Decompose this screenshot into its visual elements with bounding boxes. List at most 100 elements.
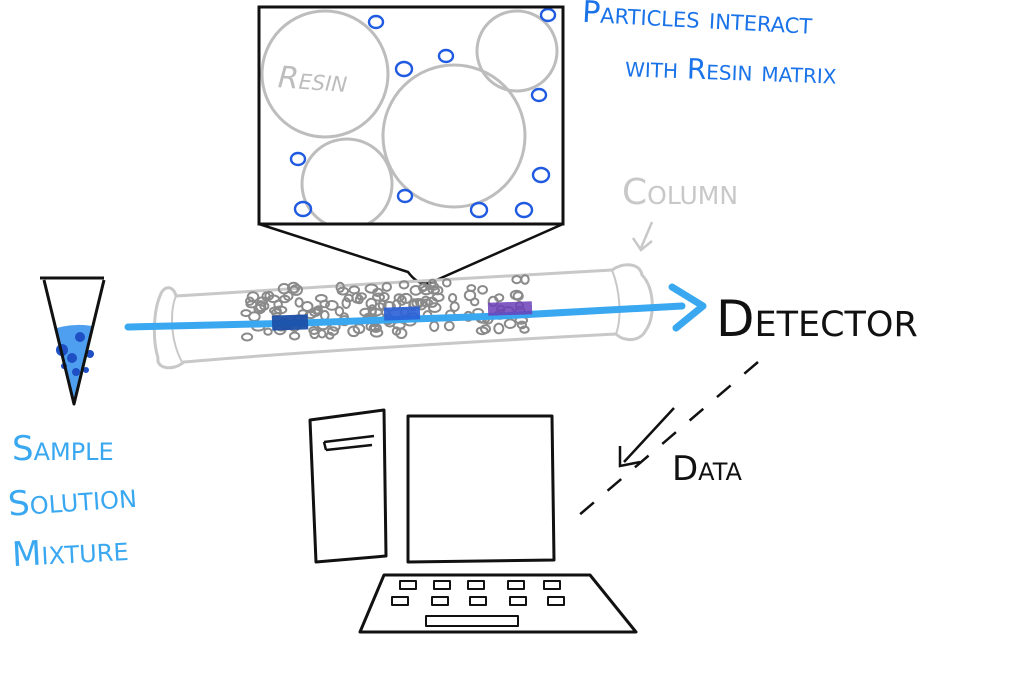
resin-bead-small <box>381 281 392 292</box>
particle <box>394 60 414 78</box>
resin-bead-small <box>415 299 427 311</box>
resin-bead-small <box>312 306 322 315</box>
test-tube-icon <box>40 276 106 406</box>
particle <box>289 151 307 167</box>
resin-bead-small <box>419 285 434 296</box>
resin-bead-small <box>480 324 491 335</box>
tube-sample-dots <box>56 332 94 376</box>
band-2 <box>383 306 421 321</box>
resin-bead <box>300 137 394 223</box>
data-direction-arrow <box>618 407 675 468</box>
resin-bead-small <box>308 326 320 335</box>
resin-bead-small <box>395 327 408 339</box>
sample-label-line2: Solution <box>7 476 138 525</box>
resin-bead-small <box>283 291 294 302</box>
resin-bead-small <box>417 283 428 293</box>
resin-bead-small <box>354 294 364 305</box>
resin-bead-small <box>399 292 413 304</box>
resin-beads-group <box>260 9 559 223</box>
particle <box>539 7 557 23</box>
band-3 <box>487 301 533 316</box>
resin-bead-small <box>245 296 255 306</box>
band-1 <box>271 314 309 331</box>
monitor-icon <box>406 414 556 564</box>
resin-bead-small <box>309 328 320 340</box>
zoom-frame <box>257 5 565 226</box>
resin-bead-small <box>463 289 477 302</box>
resin-bead-small <box>343 293 354 303</box>
resin-bead-small <box>393 293 405 303</box>
particle <box>469 201 489 219</box>
particle <box>367 14 385 30</box>
resin-bead-small <box>448 293 458 303</box>
resin-bead-small <box>374 302 386 311</box>
resin-bead-small <box>427 302 442 314</box>
computer <box>308 408 638 634</box>
resin-bead-small <box>429 320 440 332</box>
particles-label-line1: Particles interact <box>581 0 813 42</box>
detector-label: Detector <box>716 290 918 348</box>
resin-bead-small <box>336 286 350 296</box>
resin-bead <box>381 63 527 209</box>
resin-bead-small <box>269 306 282 315</box>
resin-bead-small <box>391 326 402 336</box>
column-outlet-rim <box>611 269 621 335</box>
keyboard-icon <box>358 573 638 634</box>
resin-bead-small <box>372 292 385 302</box>
resin-bead-small <box>477 285 489 295</box>
resin-bead-small <box>341 297 351 310</box>
resin-bead-small <box>319 299 331 309</box>
resin-bead-small <box>287 281 301 294</box>
tube-liquid <box>44 324 104 402</box>
particle <box>396 188 414 204</box>
resin-bead-small <box>442 278 452 288</box>
resin-bead-small <box>378 291 390 302</box>
resin-bead-small <box>511 275 523 285</box>
data-label: Data <box>672 449 743 489</box>
resin-bead-small <box>369 328 384 338</box>
column-annotation: Column <box>622 172 738 252</box>
sample-tube <box>40 276 106 406</box>
data-dashed-line <box>577 361 759 517</box>
particle <box>293 200 313 218</box>
particle <box>531 166 551 184</box>
particle <box>530 87 548 103</box>
particles-group <box>289 7 557 219</box>
particles-label-line2: with Resin matrix <box>625 50 838 90</box>
resin-bead-small <box>431 292 445 302</box>
resin-bead-small <box>368 323 380 332</box>
sample-label-line3: Mixture <box>11 529 129 575</box>
resin-bead-small <box>516 320 528 330</box>
flow-arrow-head <box>668 283 707 332</box>
computer-tower-icon <box>308 408 388 564</box>
resin-bead-small <box>398 280 410 290</box>
separated-bands <box>271 301 533 331</box>
particles-annotation: Particles interact with Resin matrix <box>581 0 837 91</box>
column-pointer-arrow <box>631 221 654 252</box>
resin-bead-small <box>325 300 339 311</box>
resin-bead-small <box>509 289 524 301</box>
resin-bead-small <box>263 327 273 336</box>
resin-bead-small <box>325 331 335 340</box>
resin-bead-small <box>420 298 434 307</box>
resin-bead-small <box>428 278 437 288</box>
resin-bead-small <box>449 301 460 313</box>
resin-bead-small <box>519 325 530 334</box>
resin-bead-small <box>267 294 280 304</box>
column-label: Column <box>622 172 738 213</box>
resin-bead-small <box>443 320 455 332</box>
resin-bead-small <box>241 332 254 342</box>
resin-bead-small <box>372 287 384 297</box>
resin-bead-small <box>520 274 530 285</box>
particle <box>514 201 534 219</box>
column-outline <box>152 263 654 370</box>
resin-bead-small <box>294 297 304 308</box>
particle <box>437 48 455 64</box>
resin-bead-small <box>334 306 345 317</box>
data-flow: Data <box>577 361 759 517</box>
resin-label: Resin <box>277 60 349 100</box>
resin-bead-small <box>248 311 261 323</box>
resin-bead-small <box>289 331 301 341</box>
sample-annotation: Sample Solution Mixture <box>7 429 138 575</box>
